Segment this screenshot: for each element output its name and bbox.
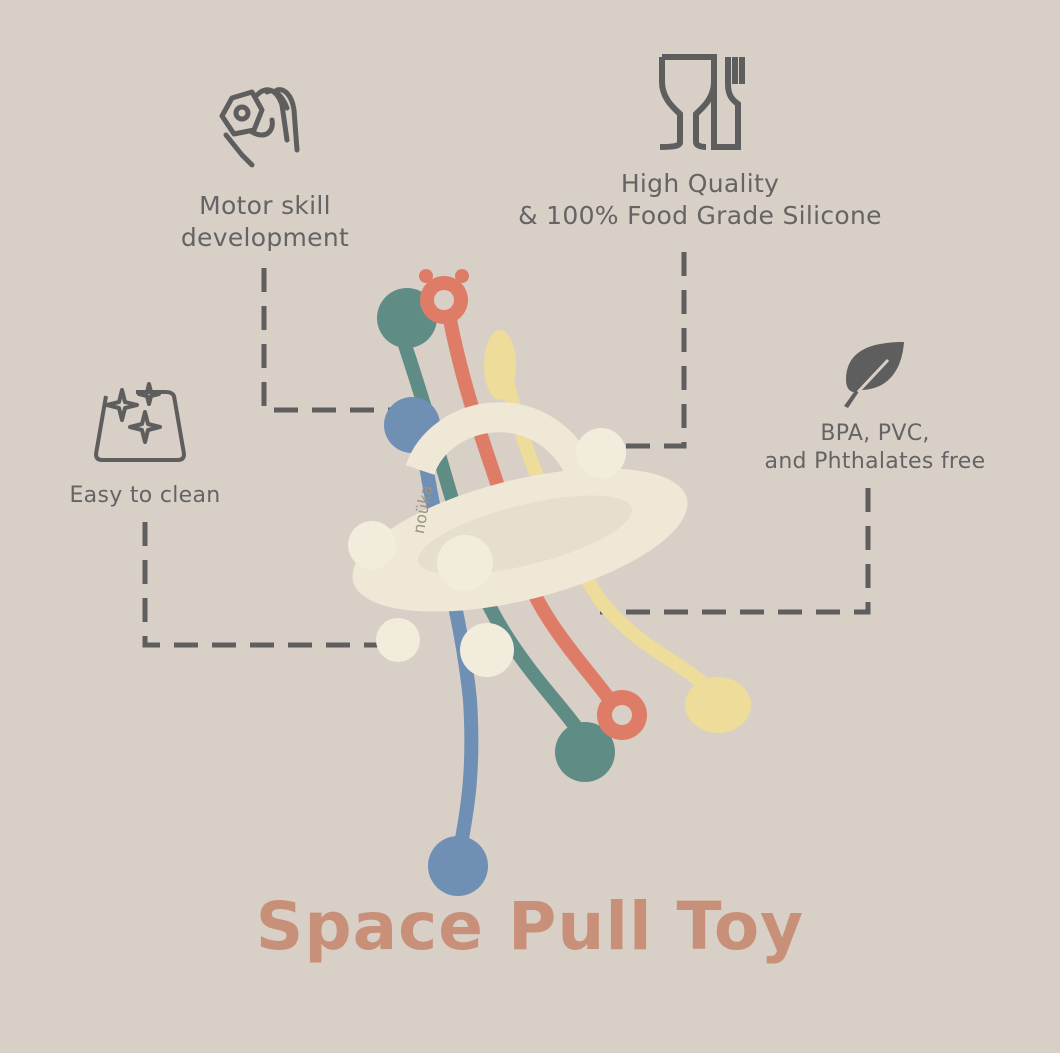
motor-skill-label: Motor skill development: [180, 191, 350, 252]
leaf-icon: [844, 342, 904, 408]
easy-clean-label: Easy to clean: [69, 483, 221, 508]
hand-grip-icon: [219, 87, 300, 168]
food-safe-glass-fork-icon: [659, 54, 745, 150]
sparkle-clean-icon: [94, 382, 186, 462]
product-title: Space Pull Toy: [255, 888, 805, 965]
food-grade-label: High Quality & 100% Food Grade Silicone: [518, 169, 882, 230]
bpa-free-label: BPA, PVC, and Phthalates free: [764, 421, 986, 474]
